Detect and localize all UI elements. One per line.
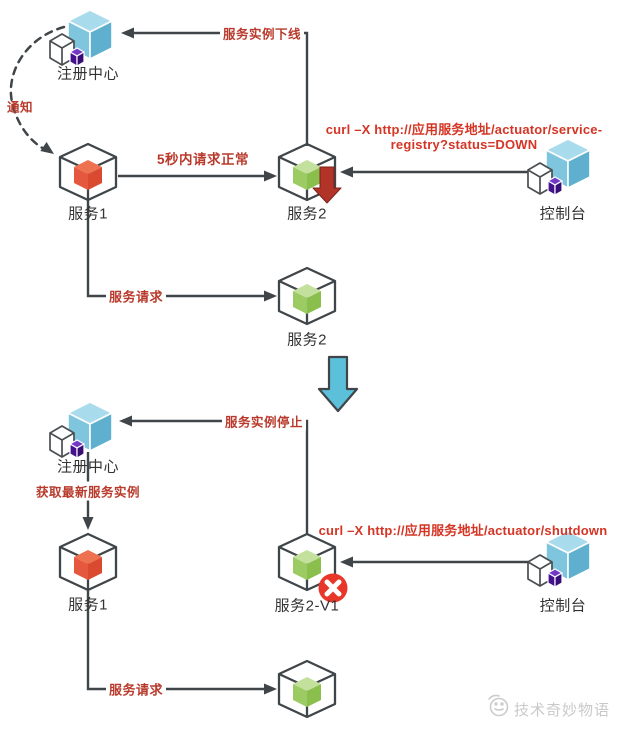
service2-replica-icon-top <box>279 268 335 324</box>
arrow-notify-dashed <box>9 25 66 154</box>
curl-down-command: curl –X http://应用服务地址/actuator/service- … <box>326 122 603 152</box>
service1-icon-top <box>60 144 116 200</box>
service2-replica-label: 服务2 <box>287 331 327 349</box>
arrow-request-ok <box>118 170 277 182</box>
arrow-service-request-bottom <box>86 590 277 695</box>
service2-label-top: 服务2 <box>287 205 327 223</box>
curl-down-command-line1: curl –X http://应用服务地址/actuator/service- <box>325 122 603 137</box>
service1-label-top: 服务1 <box>68 205 108 223</box>
registry-label-top: 注册中心 <box>56 65 120 83</box>
stop-arrow-label: 服务实例停止 <box>221 411 307 431</box>
watermark: 技术奇妙物语 <box>514 699 610 720</box>
console-label-bottom: 控制台 <box>539 597 587 615</box>
watermark-icon <box>488 694 509 717</box>
big-transition-arrow <box>317 355 359 413</box>
curl-shutdown-command: curl –X http://应用服务地址/actuator/shutdown <box>318 523 608 538</box>
arrow-stop <box>119 415 309 534</box>
service-request-label-top: 服务请求 <box>105 286 167 306</box>
arrow-curl-down <box>340 166 533 178</box>
registry-label-bottom: 注册中心 <box>56 458 120 476</box>
stopped-x-badge-icon <box>318 573 348 603</box>
console-label-top: 控制台 <box>539 205 587 223</box>
registry-icon-bottom <box>49 401 113 459</box>
notify-arrow-label: 通知 <box>6 100 34 115</box>
service1-label-bottom: 服务1 <box>68 596 108 614</box>
registry-icon-top <box>49 9 113 67</box>
arrow-service-request-top <box>86 200 277 302</box>
service2-v1-label: 服务2-V1 <box>274 597 340 615</box>
service3-icon-bottom <box>279 661 335 717</box>
curl-down-command-line2: registry?status=DOWN <box>390 137 538 152</box>
service-request-label-bottom: 服务请求 <box>105 679 167 699</box>
arrow-offline <box>121 27 309 146</box>
request-ok-label: 5秒内请求正常 <box>156 152 250 167</box>
fetch-arrow-label: 获取最新服务实例 <box>32 481 144 501</box>
service1-icon-bottom <box>60 534 116 590</box>
arrow-curl-shutdown <box>340 556 533 568</box>
status-down-arrow-icon <box>312 166 342 204</box>
console-icon-bottom <box>527 530 591 588</box>
offline-arrow-label: 服务实例下线 <box>219 23 305 43</box>
watermark-text: 技术奇妙物语 <box>514 702 611 719</box>
